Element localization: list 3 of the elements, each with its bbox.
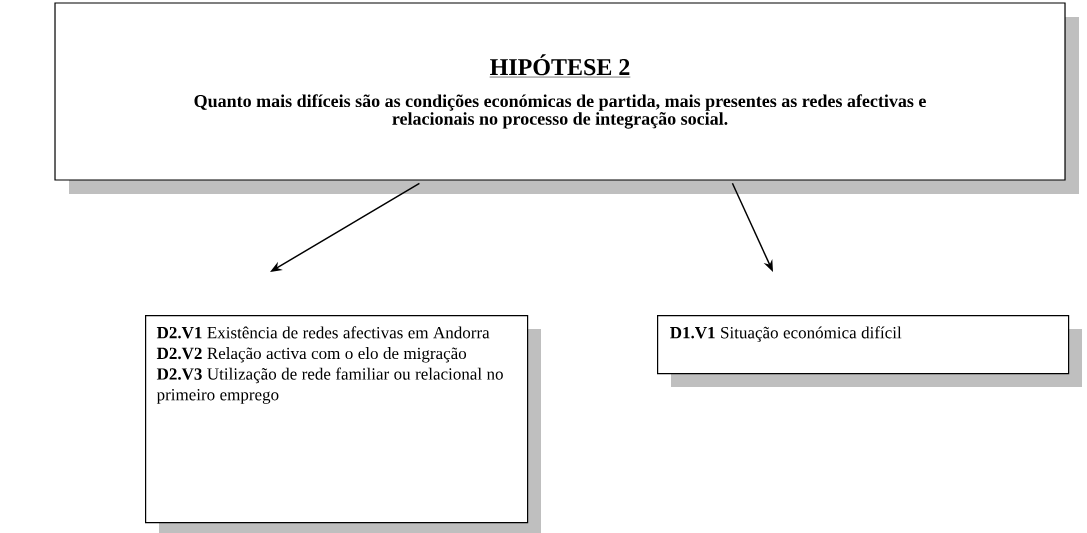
text-box: D1.V1 Situação económica difícil — [657, 315, 1082, 387]
text-box: HIPÓTESE 2 Quanto mais difíceis são as condições económicas de partida, mais presentes as redes afectivas e relacionais no processo de integração social. — [54, 2, 1079, 194]
text-box: D2.V1 Existência de redes afectivas em Andorra D2.V2 Relação activa com o elo de migração D2.V3 Utilização de rede familiar ou relacional no primeiro emprego — [145, 315, 541, 533]
